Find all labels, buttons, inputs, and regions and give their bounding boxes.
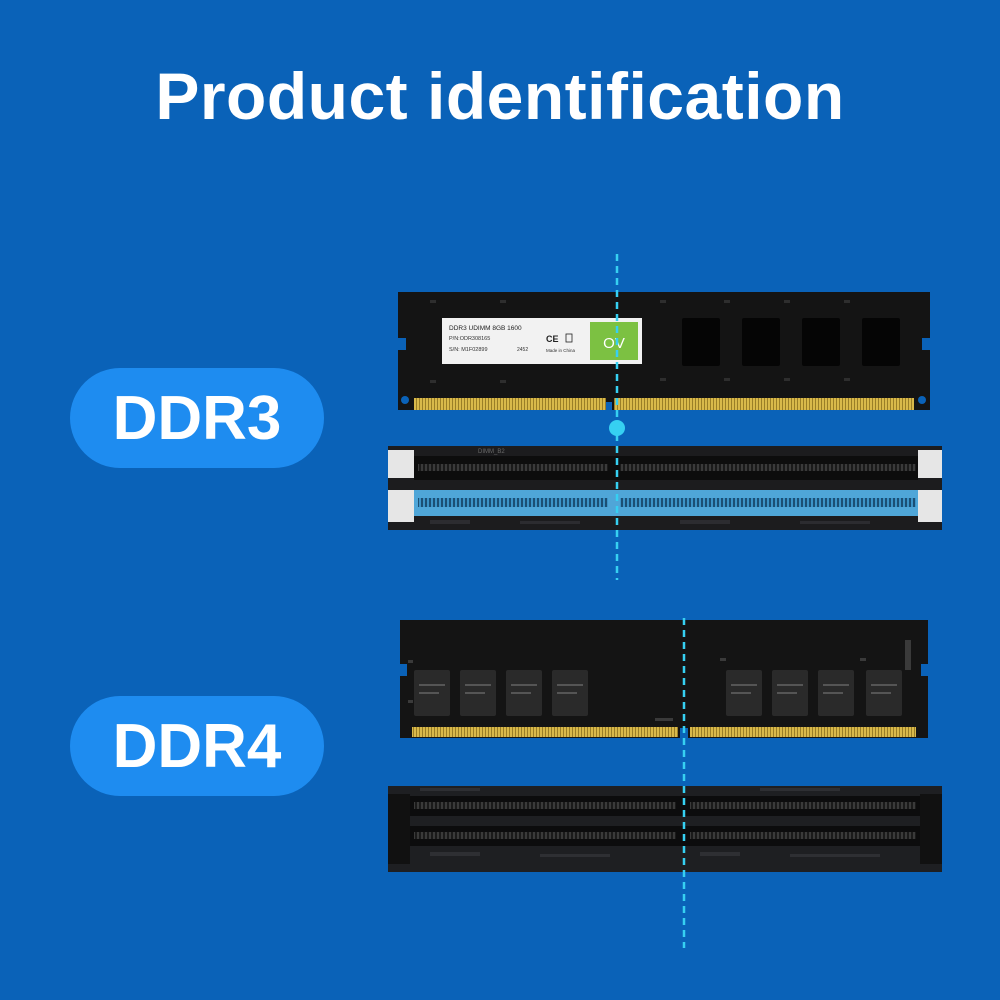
ddr3-label-pill: DDR3 — [70, 368, 324, 468]
recycle-bin-icon — [565, 333, 573, 343]
slot-silkscreen: DIMM_B2 — [478, 449, 505, 455]
sticker-line1: DDR3 UDIMM 8GB 1600 — [449, 325, 522, 332]
sticker-line2: P/N:ODR308165 — [449, 336, 490, 342]
brand-logo-icon — [590, 322, 638, 360]
sticker-cert: CE — [546, 334, 559, 344]
ddr4-label-pill: DDR4 — [70, 696, 324, 796]
ddr4-memory-module — [400, 620, 928, 738]
sticker-line3: S/N: M1F02899 — [449, 347, 488, 353]
sticker-origin: Made in China — [546, 348, 576, 353]
ddr4-motherboard-slot — [388, 786, 942, 872]
notch-marker-icon — [609, 420, 625, 436]
page-title: Product identification — [155, 59, 845, 133]
ddr3-motherboard-slot: DIMM_B2 — [388, 446, 942, 530]
sticker-code: 2452 — [517, 347, 528, 353]
brand-logo: OV — [603, 335, 625, 352]
ddr3-memory-module: DDR3 UDIMM 8GB 1600 P/N:ODR308165 S/N: M… — [398, 292, 930, 410]
ddr3-product-sticker: DDR3 UDIMM 8GB 1600 P/N:ODR308165 S/N: M… — [442, 318, 642, 364]
ddr3-alignment-guide — [609, 254, 625, 580]
